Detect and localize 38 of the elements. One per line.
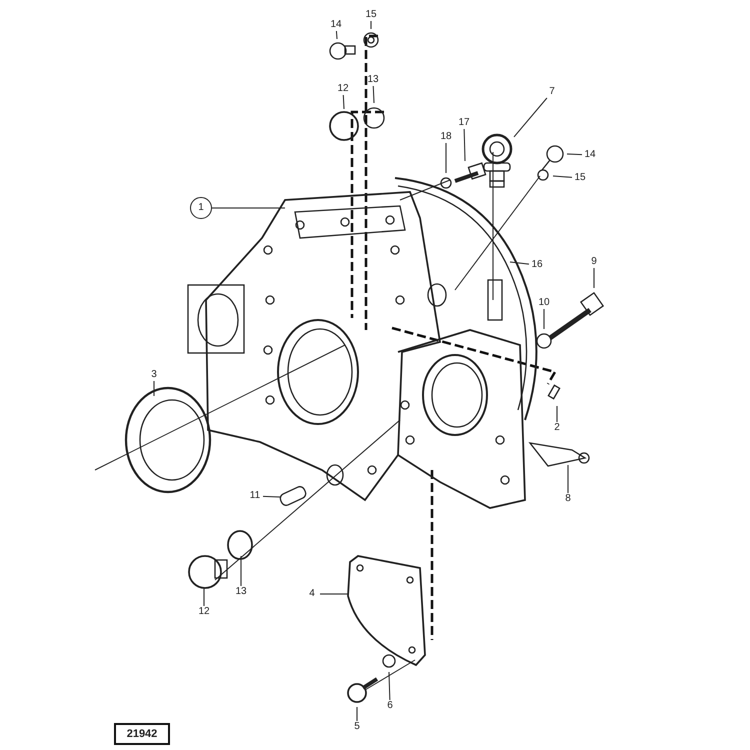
callout-number: 8 bbox=[560, 493, 576, 505]
leader-line bbox=[262, 496, 280, 498]
leader-line bbox=[356, 706, 358, 722]
leader-line bbox=[240, 556, 242, 586]
callout-number: 11 bbox=[247, 490, 263, 502]
callout-number: 14 bbox=[328, 19, 344, 31]
callout-number: 13 bbox=[365, 74, 381, 86]
leader-line bbox=[552, 176, 572, 178]
callout-number: 14 bbox=[582, 149, 598, 161]
callout-number: 4 bbox=[304, 588, 320, 600]
leader-line bbox=[566, 154, 582, 156]
callout-number: 6 bbox=[382, 700, 398, 712]
leader-line bbox=[336, 30, 338, 40]
callout-number: 5 bbox=[349, 721, 365, 733]
callout-number: 2 bbox=[549, 422, 565, 434]
callout-number: 1 bbox=[190, 197, 212, 219]
callout-number: 3 bbox=[146, 369, 162, 381]
callout-number: 17 bbox=[456, 117, 472, 129]
leader-line bbox=[372, 86, 374, 104]
callout-number: 18 bbox=[438, 131, 454, 143]
callout-number: 13 bbox=[233, 586, 249, 598]
callout-number: 16 bbox=[529, 259, 545, 271]
callout-number: 7 bbox=[544, 86, 560, 98]
drawing-number-plate: 21942 bbox=[114, 723, 170, 745]
leader-line bbox=[370, 20, 372, 30]
leader-line bbox=[342, 94, 344, 110]
leader-line bbox=[514, 98, 548, 138]
callout-number: 10 bbox=[536, 297, 552, 309]
callout-number: 9 bbox=[586, 256, 602, 268]
leader-line bbox=[510, 262, 530, 265]
callout-number: 15 bbox=[363, 9, 379, 21]
leader-line bbox=[388, 672, 390, 700]
leader-line bbox=[556, 406, 558, 422]
callout-number: 15 bbox=[572, 172, 588, 184]
eye-bolt bbox=[480, 132, 514, 182]
callout-number: 12 bbox=[335, 83, 351, 95]
leader-line bbox=[464, 128, 466, 162]
callout-number: 12 bbox=[196, 606, 212, 618]
